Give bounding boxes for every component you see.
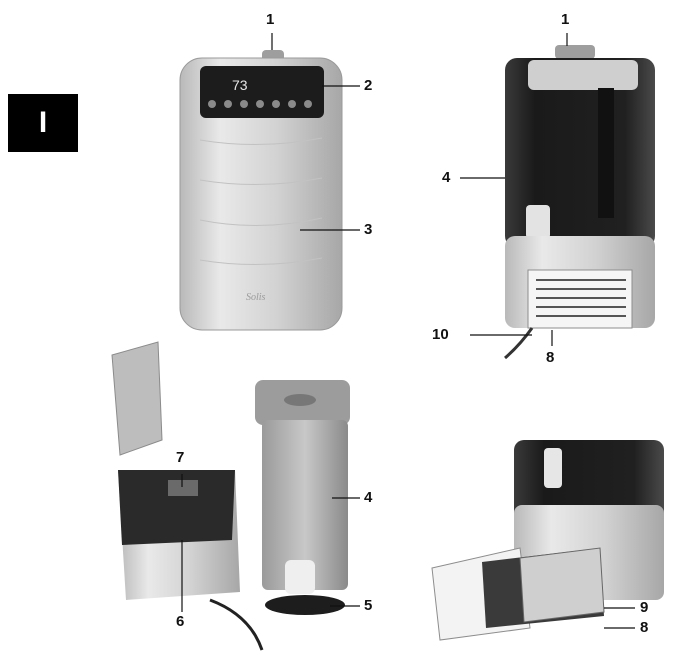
callout-leaders <box>181 33 635 629</box>
callout-10: 10 <box>432 326 449 343</box>
filter-removal-view <box>431 440 664 641</box>
callout-8-back: 8 <box>546 349 555 366</box>
callout-2: 2 <box>364 77 373 94</box>
front-view-humidifier: 73 Solis <box>179 50 343 331</box>
callout-1-back: 1 <box>561 11 570 28</box>
power-cable <box>504 327 534 360</box>
callout-8-filter: 8 <box>640 619 649 636</box>
callout-3: 3 <box>364 221 373 238</box>
callout-4-side: 4 <box>364 489 373 506</box>
callout-9: 9 <box>640 599 649 616</box>
callout-7: 7 <box>176 449 185 466</box>
display-reading: 73 <box>232 77 248 93</box>
open-base-view <box>111 341 264 651</box>
control-panel <box>200 66 324 118</box>
callout-1-front: 1 <box>266 11 275 28</box>
callout-6: 6 <box>176 613 185 630</box>
water-tank-view <box>255 380 350 615</box>
svg-text:Solis: Solis <box>246 292 266 303</box>
back-view-humidifier <box>504 45 655 360</box>
callout-4-back: 4 <box>442 169 451 186</box>
callout-5: 5 <box>364 597 373 614</box>
section-tab: I <box>8 94 78 152</box>
